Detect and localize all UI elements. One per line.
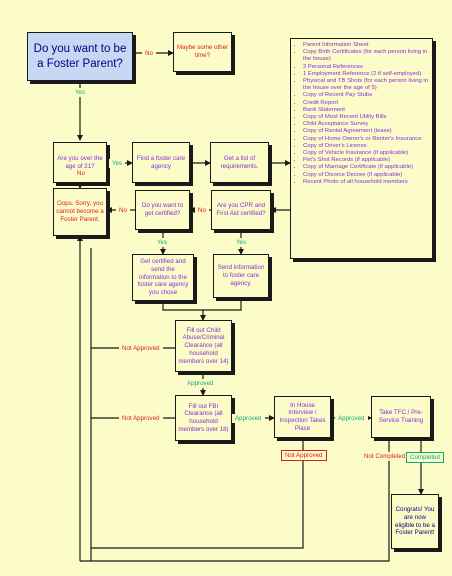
label-not-approved-fbi: Not Approved xyxy=(119,414,163,424)
start-question-box: Do you want to be a Foster Parent? xyxy=(27,32,133,81)
requirement-item: 1 Employment Reference (2 if self-employ… xyxy=(303,71,429,78)
requirement-item: 3 Personal References xyxy=(303,64,429,71)
get-certified-box: Get certified and send the information t… xyxy=(132,254,194,301)
label-not-approved-child: Not Approved xyxy=(119,344,163,354)
label-yes-cert: Yes xyxy=(154,238,171,248)
label-approved-inspection: Approved xyxy=(335,414,368,424)
want-certified-box: Do you want to get certified? xyxy=(135,190,190,230)
fbi-clearance-box: Fill out FBI Clearance (all household me… xyxy=(175,395,232,441)
requirement-item: Copy of Driver's License xyxy=(303,143,429,150)
label-no-cert: No xyxy=(116,206,130,216)
requirement-item: Recent Photo of all household members xyxy=(303,179,429,186)
label-yes-cpr: Yes xyxy=(233,238,250,248)
requirement-item: Credit Report xyxy=(303,100,429,107)
requirement-item: Child Acceptance Survey xyxy=(303,121,429,128)
requirement-item: Pet's Shot Records (if applicable) xyxy=(303,157,429,164)
label-approved-fbi: Approved xyxy=(232,414,265,424)
congrats-box: Congrats! You are now eligible to be a F… xyxy=(391,494,439,549)
requirement-item: Copy of Rental Agreement (lease) xyxy=(303,128,429,135)
tfc-training-box: Take TFC / Pre-Service Training xyxy=(371,396,431,438)
label-approved-child: Approved xyxy=(184,379,217,389)
label-yes-age: Yes xyxy=(109,159,126,169)
label-no-cpr: No xyxy=(195,206,209,216)
get-requirements-box: Get a list of requirements. xyxy=(210,142,269,183)
label-completed: Completed xyxy=(406,452,444,464)
requirement-item: Physical and TB Shots (for each person l… xyxy=(303,78,429,92)
label-not-approved-inspection: Not Approved xyxy=(281,450,327,462)
requirement-item: Copy of Divorce Decree (if applicable) xyxy=(303,172,429,179)
requirement-item: Copy of Home Owner's or Renter's Insuran… xyxy=(303,136,429,143)
send-info-box: Send information to foster care agency. xyxy=(213,254,269,298)
requirements-items: Parent Information SheetCopy Birth Certi… xyxy=(293,42,429,186)
child-abuse-clearance-box: Fill out Child Abuse/Criminal Clearance … xyxy=(175,320,232,372)
requirement-item: Copy Birth Certificates (for each person… xyxy=(303,49,429,63)
label-yes-start: Yes xyxy=(72,88,89,98)
oops-box: Oops. Sorry, you cannot become a Foster … xyxy=(53,188,107,236)
label-no-age: No xyxy=(74,169,88,179)
requirement-item: Parent Information Sheet xyxy=(303,42,429,49)
find-agency-box: Find a foster care agency xyxy=(132,142,190,183)
requirement-item: Bank Statement xyxy=(303,107,429,114)
cpr-question-box: Are you CPR and First Aid certified? xyxy=(211,190,271,230)
requirement-item: Copy of Marriage Certificate (if applica… xyxy=(303,164,429,171)
label-not-completed: Not Completed xyxy=(361,452,409,462)
requirement-item: Copy of Vehicle Insurance (if applicable… xyxy=(303,150,429,157)
inspection-box: In House Interview / Inspection Takes Pl… xyxy=(274,396,331,438)
requirement-item: Copy of Recent Pay Stubs xyxy=(303,92,429,99)
label-no-start: No xyxy=(142,49,156,59)
maybe-later-box: Maybe some other time? xyxy=(173,32,232,72)
requirement-item: Copy of Most Recent Utility Bills xyxy=(303,114,429,121)
requirements-list: Parent Information SheetCopy Birth Certi… xyxy=(290,38,433,259)
